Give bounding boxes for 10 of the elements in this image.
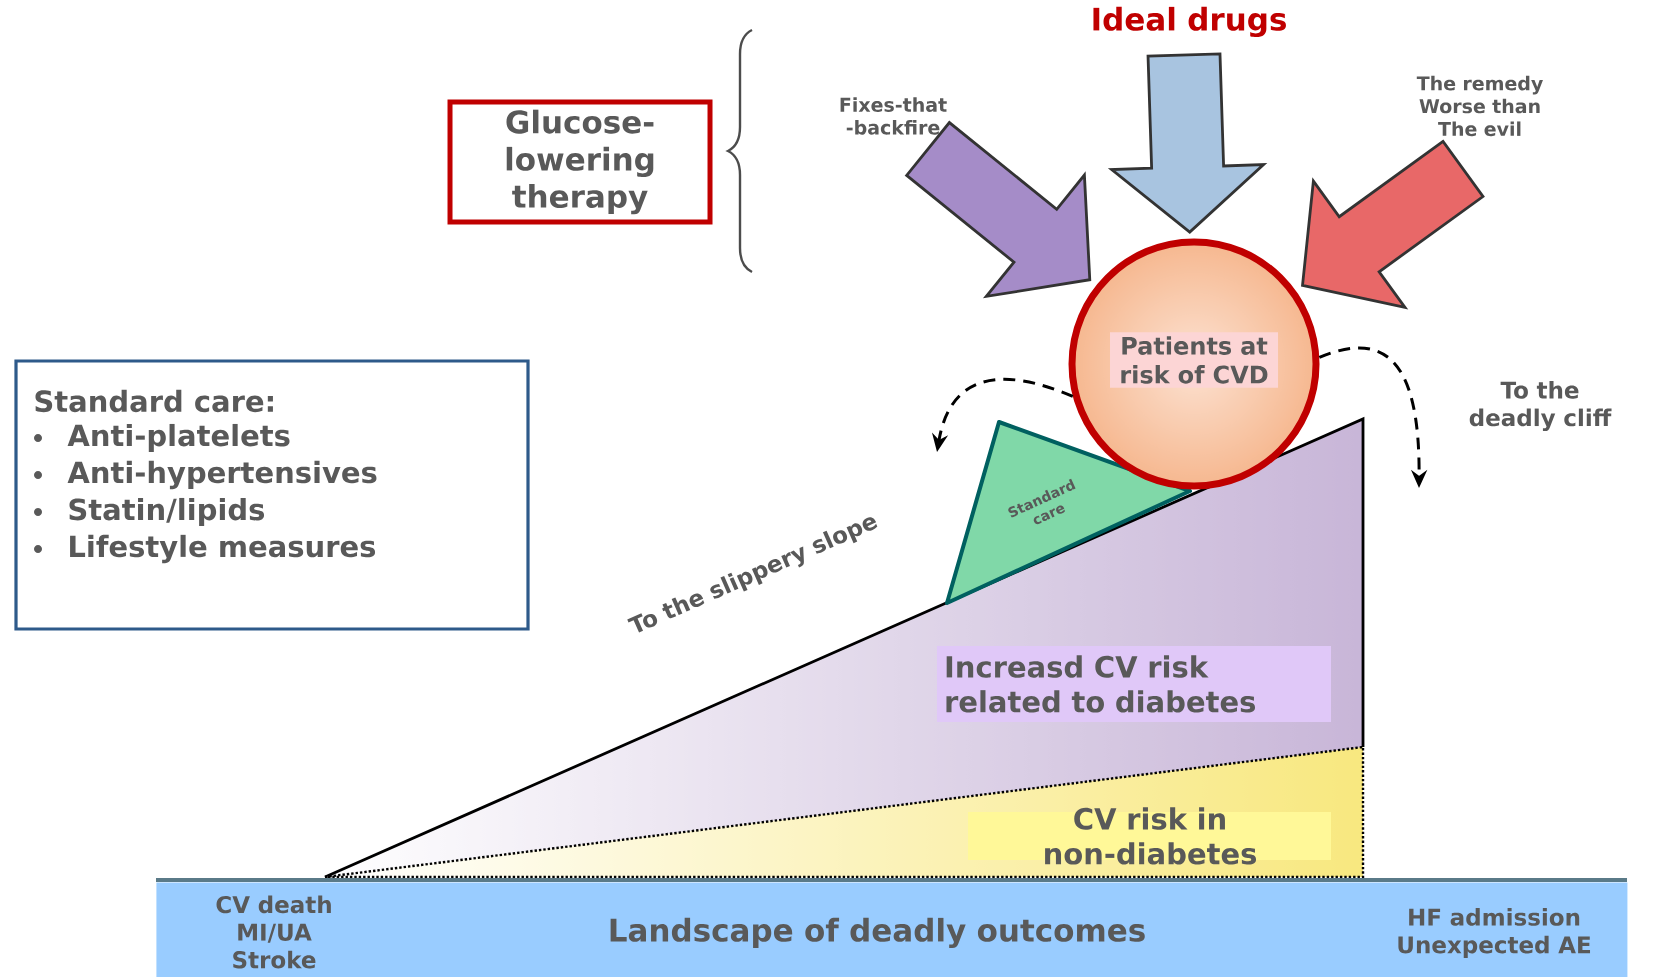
- therapy-box: Glucose-lowering therapy: [447, 99, 713, 225]
- block-arrow: [1107, 52, 1268, 234]
- text-box: CV risk in non-diabetes: [968, 807, 1331, 865]
- ground-bar: CV death MI/UA Stroke Landscape of deadly outcomes HF admission Unexpected AE: [156, 878, 1628, 977]
- edge-label: Ideal drugs: [1093, 6, 1286, 38]
- list-box: Standard care: Anti-platelets Anti-hypertensives Statin/lipids Lifestyle measures: [14, 359, 530, 631]
- edge-label: To the deadly cliff: [1469, 381, 1612, 431]
- edge-label: Fixes-that -backfire: [840, 97, 947, 135]
- edge-label: The remedy Worse than The evil: [1416, 75, 1543, 137]
- text-box: Increasd CV risk related to diabetes: [937, 646, 1331, 722]
